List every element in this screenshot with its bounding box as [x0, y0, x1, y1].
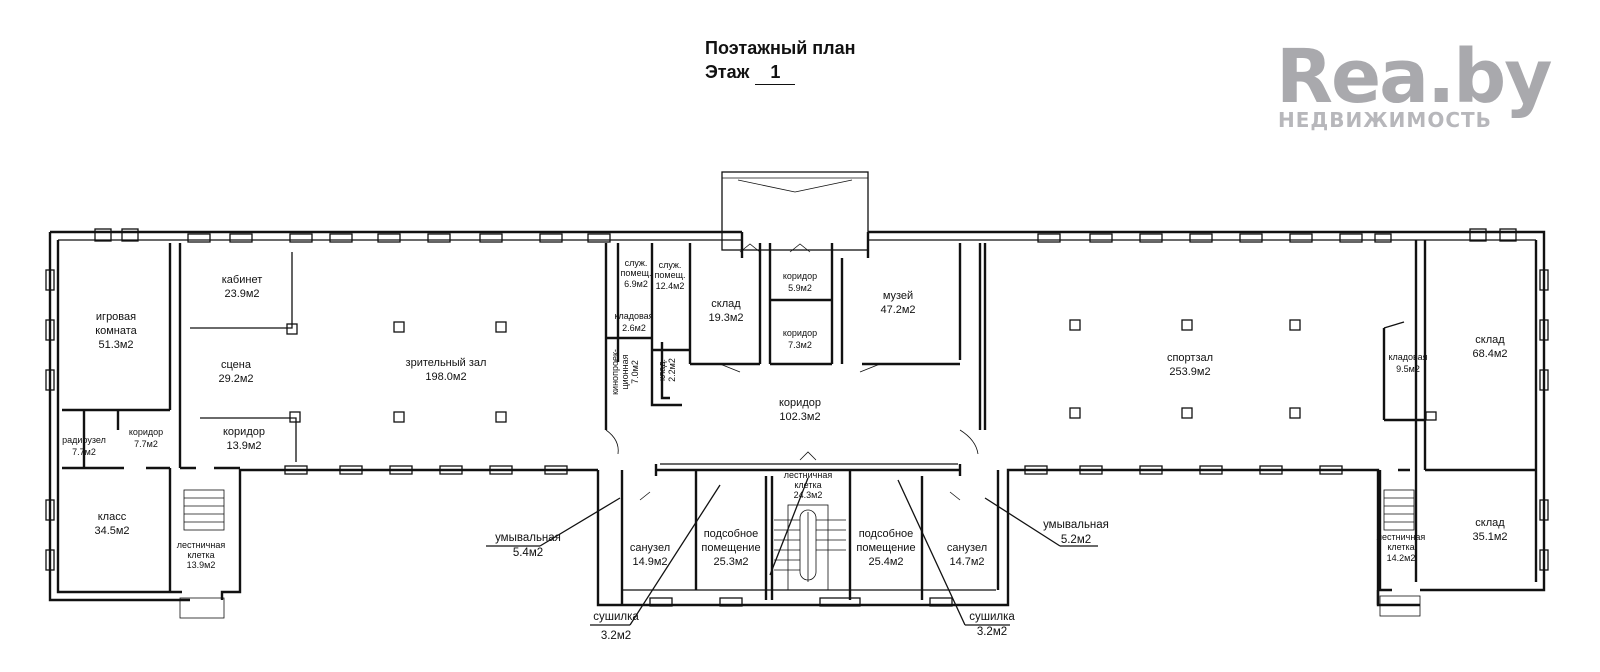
room-stair-left-area: 13.9м2: [187, 560, 216, 570]
room-kladovaya-95-name: кладовая: [1388, 352, 1427, 362]
room-sanuzel-l-name: санузел: [630, 542, 670, 554]
room-sluzh2-name-2: помещ.: [655, 270, 686, 280]
room-sklad-684-area: 68.4м2: [1472, 348, 1507, 360]
room-stair-left-name-1: лестничная: [177, 540, 226, 550]
room-scena-name: сцена: [221, 359, 252, 371]
room-kladovaya-95-area: 9.5м2: [1396, 364, 1420, 374]
room-koridor-small-area: 7.7м2: [134, 439, 158, 449]
floor-label: Этаж: [705, 62, 750, 82]
room-stair-right-name-2: клетка: [1387, 542, 1414, 552]
room-kinoproekc-area: 7.0м2: [630, 360, 640, 384]
room-kabinet-name: кабинет: [222, 274, 262, 286]
room-sklad-351-name: склад: [1475, 517, 1505, 529]
room-sklad-351-area: 35.1м2: [1472, 531, 1507, 543]
callout-umyv-l-name: умывальная: [495, 532, 561, 544]
room-kinoproekc-name-1: кинопроек-: [610, 349, 620, 395]
room-muzei-area: 47.2м2: [880, 304, 915, 316]
room-koridor-73-name: коридор: [783, 328, 817, 338]
room-radiouzel-name: радиоузел: [62, 435, 106, 445]
room-sklad-193-name: склад: [711, 298, 741, 310]
room-koridor-main-name: коридор: [779, 397, 821, 409]
room-sluzh1-name-2: помещ.: [621, 268, 652, 278]
room-sklad-684-name: склад: [1475, 334, 1505, 346]
room-klass-name: класс: [98, 511, 127, 523]
room-stair-center-name-2: клетка: [794, 480, 821, 490]
room-stair-left-name-2: клетка: [187, 550, 214, 560]
callout-umyv-l-area: 5.4м2: [513, 547, 543, 559]
room-igrovaya-area: 51.3м2: [98, 339, 133, 351]
room-sklad-193-area: 19.3м2: [708, 312, 743, 324]
room-sanuzel-l-area: 14.9м2: [632, 556, 667, 568]
room-zritelny-area: 198.0м2: [425, 371, 466, 383]
callout-sush-r-name: сушилка: [969, 611, 1015, 623]
room-koridor-59-area: 5.9м2: [788, 283, 812, 293]
callout-leaders: [486, 477, 1098, 626]
room-koridor-59-name: коридор: [783, 271, 817, 281]
room-kinoproekc-name-2: ционная: [620, 354, 630, 389]
room-klad-22-name: клад.: [657, 359, 667, 381]
room-sluzh1-area: 6.9м2: [624, 279, 648, 289]
room-sanuzel-r-name: санузел: [947, 542, 987, 554]
room-stair-right-name-1: лестничная: [1377, 532, 1426, 542]
room-sluzh2-area: 12.4м2: [656, 281, 685, 291]
room-igrovaya-name-2: комната: [95, 325, 137, 337]
room-koridor-left-name: коридор: [223, 426, 265, 438]
interior-walls: [62, 240, 1536, 619]
room-stair-center-area: 24.3м2: [794, 490, 823, 500]
door-swings: [605, 243, 979, 501]
rea-by-logo: Rea.by НЕДВИЖИМОСТЬ: [1276, 34, 1552, 138]
room-podsob-r-name-1: подсобное: [859, 528, 914, 540]
room-podsob-r-area: 25.4м2: [868, 556, 903, 568]
room-sanuzel-r-area: 14.7м2: [949, 556, 984, 568]
room-podsob-l-name-2: помещение: [701, 542, 760, 554]
logo-sub: НЕДВИЖИМОСТЬ: [1278, 108, 1492, 132]
callout-umyv-r-area: 5.2м2: [1061, 534, 1091, 546]
room-labels: игровая комната 51.3м2 кабинет 23.9м2 сц…: [62, 258, 1507, 570]
room-koridor-main-area: 102.3м2: [779, 411, 820, 423]
left-stair: [179, 489, 225, 619]
logo-main: Rea.by: [1276, 34, 1552, 120]
room-koridor-73-area: 7.3м2: [788, 340, 812, 350]
callout-sush-l-name: сушилка: [593, 611, 639, 623]
entrance-porch: [721, 171, 869, 251]
room-podsob-l-area: 25.3м2: [713, 556, 748, 568]
room-muzei-name: музей: [883, 290, 913, 302]
room-kladovaya-26-area: 2.6м2: [622, 323, 646, 333]
room-stair-center-name-1: лестничная: [784, 470, 833, 480]
room-igrovaya-name-1: игровая: [96, 311, 136, 323]
room-sluzh1-name-1: служ.: [625, 258, 648, 268]
room-radiouzel-area: 7.7м2: [72, 447, 96, 457]
room-sluzh2-name-1: служ.: [659, 260, 682, 270]
room-sportzal-area: 253.9м2: [1169, 366, 1210, 378]
center-stair: [774, 504, 846, 591]
room-koridor-left-area: 13.9м2: [226, 440, 261, 452]
room-kabinet-area: 23.9м2: [224, 288, 259, 300]
outer-walls: [48, 230, 1546, 607]
floor-number: 1: [755, 60, 796, 85]
room-stair-right-area: 14.2м2: [1387, 553, 1416, 563]
room-kladovaya-26-name: кладовая: [614, 311, 653, 321]
right-stair: [1379, 489, 1421, 617]
callout-labels: умывальная 5.4м2 сушилка 3.2м2 умывальна…: [495, 519, 1109, 642]
room-koridor-small-name: коридор: [129, 427, 163, 437]
windows: [45, 228, 1549, 607]
callout-sush-r-area: 3.2м2: [977, 626, 1007, 638]
columns: [393, 319, 1301, 423]
plan-title-line1: Поэтажный план: [705, 38, 856, 58]
room-klad-22-area: 2.2м2: [667, 358, 677, 382]
callout-umyv-r-name: умывальная: [1043, 519, 1109, 531]
room-podsob-l-name-1: подсобное: [704, 528, 759, 540]
room-zritelny-name: зрительный зал: [406, 357, 487, 369]
room-sportzal-name: спортзал: [1167, 352, 1213, 364]
room-scena-area: 29.2м2: [218, 373, 253, 385]
room-podsob-r-name-2: помещение: [856, 542, 915, 554]
callout-sush-l-area: 3.2м2: [601, 630, 631, 642]
room-klass-area: 34.5м2: [94, 525, 129, 537]
